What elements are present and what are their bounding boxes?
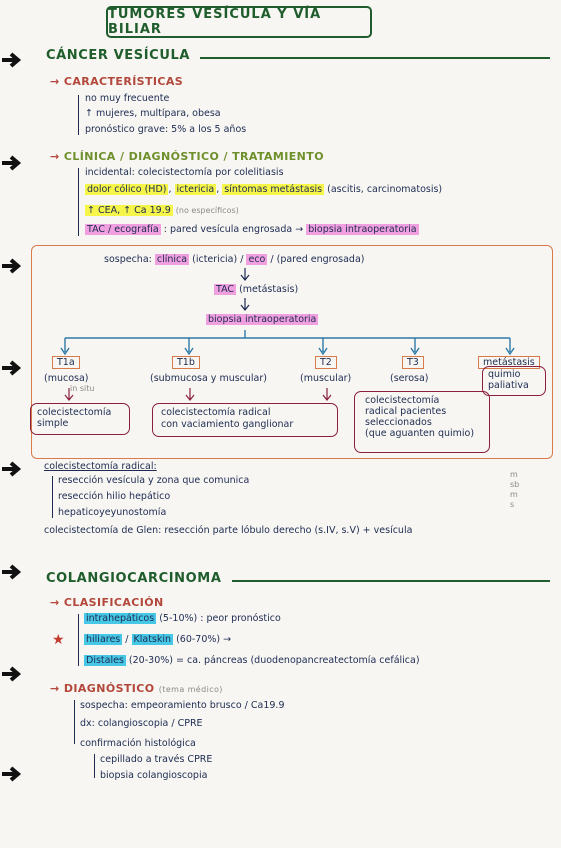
- list-item: biopsia colangioscopia: [100, 770, 208, 781]
- stage-t1b: T1b: [172, 356, 200, 369]
- side-note: s: [510, 500, 515, 509]
- brace: [74, 700, 75, 744]
- side-note: m: [510, 490, 518, 499]
- subheading-clinica: → CLÍNICA / DIAGNÓSTICO / TRATAMIENTO: [50, 150, 324, 163]
- list-item: Distales (20-30%) = ca. páncreas (duoden…: [84, 655, 420, 666]
- stage-desc: (muscular): [300, 373, 352, 384]
- list-item: dolor cólico (HD), ictericia, síntomas m…: [85, 184, 443, 195]
- binder-pin-icon: [2, 258, 22, 274]
- side-note: m: [510, 470, 518, 479]
- binder-pin-icon: [2, 360, 22, 376]
- section-rule: [232, 580, 550, 582]
- star-icon: ★: [52, 632, 65, 648]
- glenn-note: colecistectomía de Glen: resección parte…: [44, 525, 413, 536]
- brace: [78, 95, 79, 135]
- treatment-t3: colecistectomía radical pacientes selecc…: [354, 391, 490, 453]
- list-item: resección hilio hepático: [58, 491, 171, 502]
- stage-desc: (submucosa y muscular): [150, 373, 267, 384]
- binder-pin-icon: [2, 666, 22, 682]
- stage-metastasis: metástasis: [478, 356, 540, 369]
- list-item: resección vesícula y zona que comunica: [58, 475, 250, 486]
- subheading-caracteristicas: → CARACTERÍSTICAS: [50, 75, 184, 88]
- list-item: confirmación histológica: [80, 738, 196, 749]
- list-item: pronóstico grave: 5% a los 5 años: [85, 124, 247, 135]
- list-item: incidental: colecistectomía por coleliti…: [85, 167, 284, 178]
- binder-pin-icon: [2, 52, 22, 68]
- brace: [78, 168, 79, 236]
- arrow-down-icon: [185, 388, 195, 401]
- radical-label: colecistectomía radical:: [44, 461, 157, 472]
- list-item: cepillado a través CPRE: [100, 754, 213, 765]
- treatment-t1b: colecistectomía radical con vaciamiento …: [152, 403, 338, 437]
- stage-desc: (serosa): [390, 373, 429, 384]
- flow-branches: [60, 330, 515, 356]
- stage-t1a: T1a: [52, 356, 80, 369]
- subheading-clasificacion: → CLASIFICACIÓN: [50, 596, 164, 609]
- list-item: no muy frecuente: [85, 93, 170, 104]
- treatment-metastasis: quimio paliativa: [482, 366, 546, 396]
- arrow-down-icon: [64, 388, 74, 401]
- list-item: sospecha: empeoramiento brusco / Ca19.9: [80, 700, 285, 711]
- list-item: hiliares / Klatskin (60-70%) →: [84, 634, 232, 645]
- binder-pin-icon: [2, 564, 22, 580]
- arrow-down-icon: [240, 298, 250, 311]
- stage-t3: T3: [402, 356, 424, 369]
- binder-pin-icon: [2, 461, 22, 477]
- brace: [94, 754, 95, 778]
- diagnosis-flowchart: [31, 245, 553, 459]
- section-heading-cancer: CÁNCER VESÍCULA: [46, 48, 191, 63]
- page-title: TUMORES VESÍCULA Y VÍA BILIAR: [106, 6, 372, 38]
- list-item: ↑ mujeres, multípara, obesa: [85, 108, 221, 119]
- stage-extra: in situ: [70, 384, 95, 393]
- stage-t2: T2: [315, 356, 337, 369]
- arrow-down-icon: [240, 268, 250, 281]
- flow-biopsia: biopsia intraoperatoria: [206, 314, 319, 325]
- stage-desc: (mucosa): [44, 373, 89, 384]
- list-item: intrahepáticos (5-10%) : peor pronóstico: [84, 613, 281, 624]
- binder-pin-icon: [2, 155, 22, 171]
- flow-sospecha: sospecha: clínica (ictericia) / eco / (p…: [104, 254, 365, 265]
- arrow-down-icon: [322, 388, 332, 401]
- flow-tac: TAC (metástasis): [214, 284, 299, 295]
- list-item: TAC / ecografía : pared vesícula engrosa…: [85, 224, 419, 235]
- side-note: sb: [510, 480, 520, 489]
- section-rule: [200, 57, 550, 59]
- binder-pin-icon: [2, 766, 22, 782]
- list-item: dx: colangioscopia / CPRE: [80, 718, 203, 729]
- brace: [52, 476, 53, 518]
- list-item: ↑ CEA, ↑ Ca 19.9 (no específicos): [85, 205, 239, 216]
- brace: [78, 614, 79, 666]
- treatment-t1a: colecistectomía simple: [30, 403, 130, 435]
- subheading-diagnostico: → DIAGNÓSTICO (tema médico): [50, 682, 223, 695]
- list-item: hepaticoyeyunostomía: [58, 507, 167, 518]
- section-heading-colangio: COLANGIOCARCINOMA: [46, 571, 222, 586]
